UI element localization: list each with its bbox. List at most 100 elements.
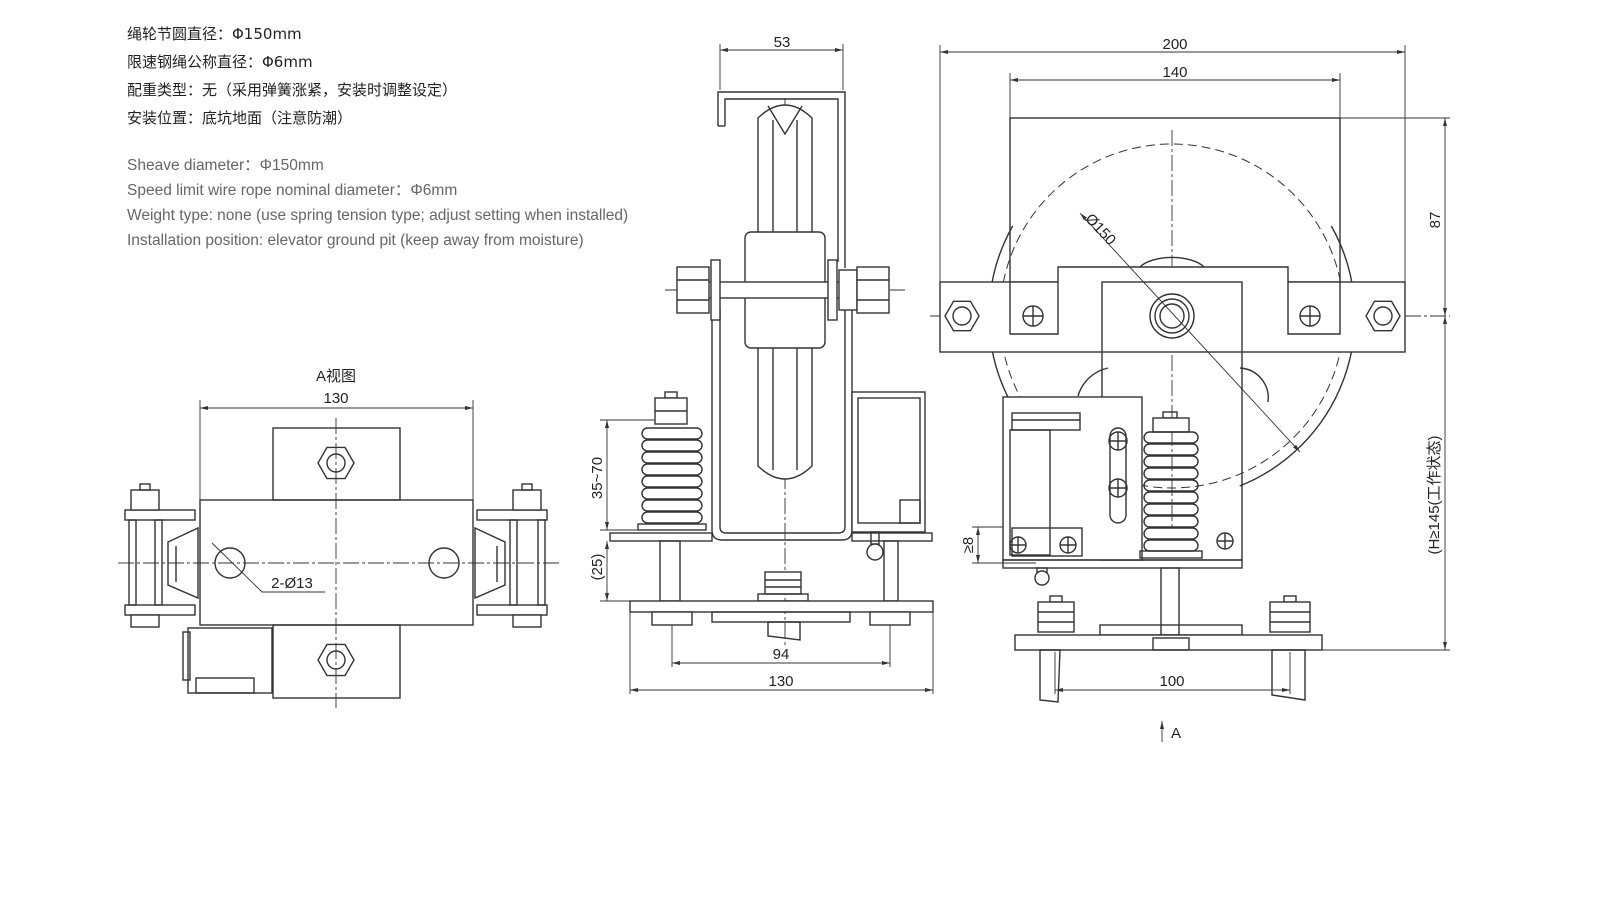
spec-zh-sheave-diameter: 绳轮节圆直径：Φ150mm — [127, 25, 302, 43]
side-limit-switch — [851, 391, 926, 561]
spring-coil-8 — [641, 511, 703, 524]
spring-coil-1 — [641, 427, 703, 440]
front-bolt-left-nut — [1037, 601, 1075, 633]
left-guide-rod-outer — [128, 519, 137, 606]
view-a-mounting-hole-right — [428, 547, 460, 579]
sheave-diameter-leader — [1079, 212, 1301, 453]
front-hub — [1149, 293, 1195, 339]
spring-coil-3 — [641, 451, 703, 464]
u-frame-inner — [719, 308, 846, 534]
plate-bolt-left — [952, 306, 972, 326]
left-guide-top-bolt — [130, 489, 160, 511]
switch-screw-lower-cross — [1109, 479, 1127, 497]
axle-right-outer-nut — [856, 266, 890, 314]
right-guide-rod-outer — [537, 519, 546, 606]
hub-outer — [1149, 293, 1195, 339]
axle-left-outer-nut — [676, 266, 710, 314]
plate-bolt-left-hex — [944, 300, 980, 332]
switch-housing-side — [182, 631, 191, 681]
spec-zh-installation-position: 安装位置：底坑地面（注意防潮） — [127, 109, 352, 127]
right-guide-top-bolt — [512, 489, 542, 511]
base-bolt-right — [869, 611, 911, 626]
base-bolt-dim-label: 100 — [1159, 673, 1184, 690]
terminal-screw-right-cross — [1060, 537, 1076, 553]
front-base-center-block — [1152, 637, 1190, 651]
front-spring-seat — [1139, 550, 1203, 559]
front-spring-coil-6 — [1143, 491, 1199, 504]
right-guide-rod-inner — [509, 519, 518, 606]
limit-switch-roller — [866, 543, 884, 561]
view-a-left-guide — [124, 483, 199, 628]
front-view-dimensions — [939, 45, 1450, 742]
view-a-top-bolt — [326, 453, 346, 473]
side-top-bracket — [717, 91, 846, 268]
left-guide-roller — [167, 526, 199, 600]
plate-bolt-right-hex — [1365, 300, 1401, 332]
front-switch-adjust-slot — [1109, 427, 1127, 524]
front-switch-terminal-block — [1011, 527, 1083, 557]
spec-zh-rope-diameter: 限速钢绳公称直径：Φ6mm — [127, 53, 313, 71]
front-spring-coil-2 — [1143, 443, 1199, 456]
side-view: 53 35~70 (25) 94 130 — [589, 34, 934, 694]
spec-en-weight-type: Weight type: none (use spring tension ty… — [127, 207, 628, 224]
view-a-bottom-bolt — [326, 650, 346, 670]
terminal-screw-left-cross — [1010, 537, 1026, 553]
axle-height-dim-label: 87 — [1427, 212, 1444, 229]
base-center-nut — [764, 571, 802, 595]
front-tension-spring — [1139, 411, 1203, 559]
top-width-dim-label: 53 — [774, 34, 791, 51]
right-guide-top-bolt-stub — [521, 483, 533, 491]
clearance-dim-label: ≥8 — [960, 537, 977, 554]
right-guide-roller — [474, 526, 506, 600]
base-anchor-tab — [767, 621, 801, 641]
view-a-title: A视图 — [316, 368, 356, 385]
plate-bolt-right — [1373, 306, 1393, 326]
base-width-dim-label: 130 — [768, 673, 793, 690]
axle-left-washer — [710, 259, 721, 321]
sheave-rope-groove — [767, 105, 803, 136]
spring-range-dim-label: 35~70 — [589, 457, 606, 499]
view-a-switch-housing — [182, 627, 273, 694]
spring-coil-7 — [641, 499, 703, 512]
view-a-centerlines — [118, 418, 560, 708]
sheave-rim-right — [1239, 225, 1356, 487]
spring-coil-4 — [641, 463, 703, 476]
plate-screw-right-cross — [1300, 306, 1320, 326]
base-gap-dim-label: (25) — [589, 554, 606, 581]
front-base-leg-left — [1039, 649, 1061, 703]
spec-en-rope-diameter: Speed limit wire rope nominal diameter：Φ… — [127, 182, 457, 199]
switch-screw-upper-cross — [1109, 432, 1127, 450]
front-limit-switch — [1002, 396, 1234, 586]
spring-coil-2 — [641, 439, 703, 452]
view-a-mounting-hole-left — [214, 547, 246, 579]
view-a-bottom-mount-plate — [272, 624, 401, 699]
left-guide-bottom-bolt — [130, 614, 160, 628]
spring-coil-5 — [641, 475, 703, 488]
front-spring-coil-8 — [1143, 515, 1199, 528]
bracket-width-dim-label: 140 — [1162, 64, 1187, 81]
spec-en-installation-position: Installation position: elevator ground p… — [127, 232, 584, 249]
spec-zh-weight-type: 配重类型：无（采用弹簧涨紧，安装时调整设定） — [127, 81, 457, 99]
plate-screw-left-cross — [1023, 306, 1043, 326]
base-bolt-left — [651, 611, 693, 626]
view-a-body — [199, 427, 474, 699]
front-spring-coil-7 — [1143, 503, 1199, 516]
block-screw-right-cross — [1217, 533, 1233, 549]
axle-right-inner-nut — [838, 269, 858, 311]
view-a-width-dimension — [199, 400, 474, 500]
front-base-leg-right — [1271, 649, 1306, 701]
left-guide-rod-inner — [154, 519, 163, 606]
front-bolt-right-nut — [1269, 601, 1311, 633]
limit-switch-box — [851, 391, 926, 533]
side-base — [629, 571, 934, 641]
front-spring-coil-5 — [1143, 479, 1199, 492]
limit-switch-inner — [857, 397, 921, 524]
front-base — [1002, 559, 1323, 703]
side-axle-assembly — [676, 259, 890, 321]
front-switch-bottom-plate — [1002, 559, 1243, 569]
switch-housing-foot — [195, 677, 255, 694]
spring-seat — [637, 523, 707, 531]
top-bracket-inner — [724, 98, 839, 262]
working-height-dim-label: (H≥145(工作状态) — [1426, 435, 1443, 554]
